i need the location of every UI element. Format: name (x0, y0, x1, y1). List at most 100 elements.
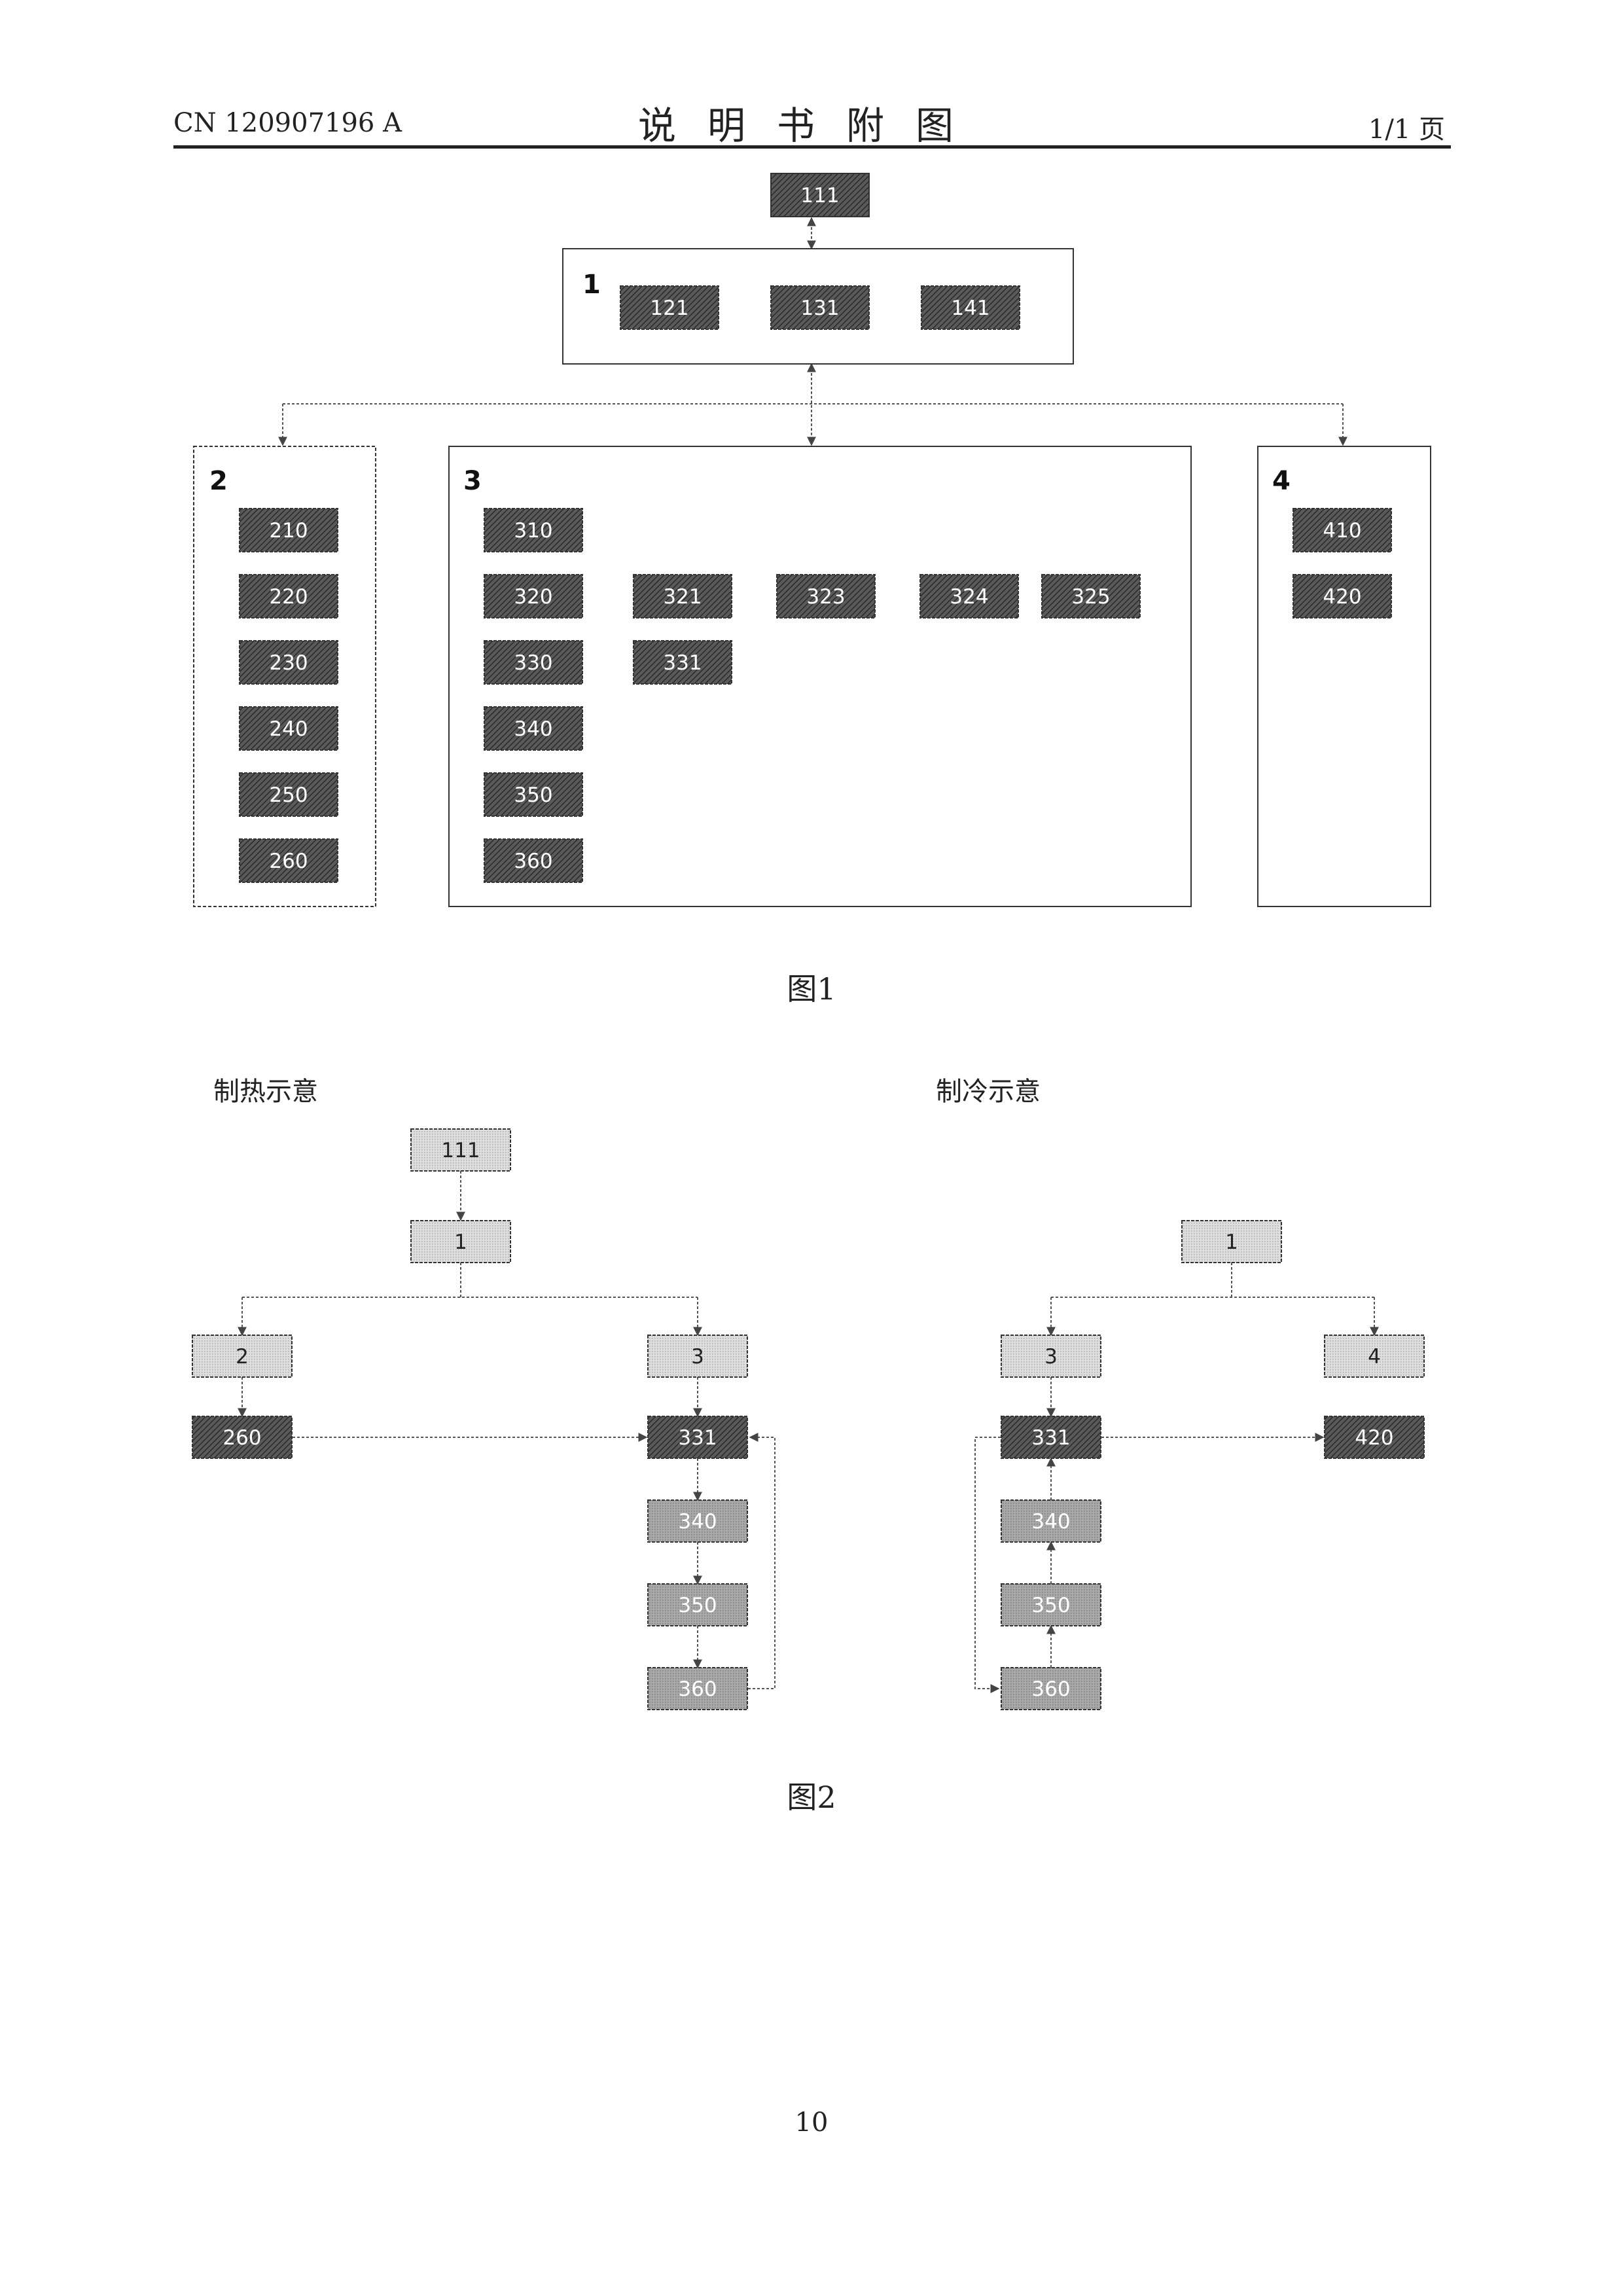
cool-node-1-label: 1 (1225, 1230, 1238, 1254)
node-331: 331 (633, 641, 732, 684)
group-1: 1 121 131 141 (563, 249, 1073, 364)
heat-node-3-label: 3 (691, 1345, 704, 1369)
node-141: 141 (921, 286, 1020, 329)
node-250-label: 250 (269, 783, 308, 807)
node-331-label: 331 (663, 651, 702, 675)
heat-node-2-label: 2 (236, 1345, 249, 1369)
node-323: 323 (777, 575, 875, 618)
node-260: 260 (240, 839, 338, 882)
figure-2-nodes: 111123260331340350360134331420340350360 (192, 1129, 1424, 1710)
node-111: 111 (771, 173, 869, 217)
group-3-label: 3 (463, 466, 482, 496)
node-324: 324 (920, 575, 1018, 618)
node-111-label: 111 (800, 184, 839, 207)
heat-node-1-label: 1 (454, 1230, 467, 1254)
figure-1: 111 1 121 131 141 2 210 220 230 240 250 260 3 3… (194, 173, 1431, 906)
cool-node-331: 331 (1001, 1416, 1101, 1458)
node-321-label: 321 (663, 585, 702, 609)
cool-node-420: 420 (1325, 1416, 1424, 1458)
cool-node-3: 3 (1001, 1335, 1101, 1377)
heat-node-340: 340 (648, 1500, 747, 1542)
node-325-label: 325 (1071, 585, 1110, 609)
cool-node-360-label: 360 (1031, 1677, 1070, 1701)
node-310: 310 (484, 509, 582, 552)
node-360-label: 360 (514, 850, 552, 873)
heat-node-340-label: 340 (678, 1510, 717, 1534)
node-121: 121 (620, 286, 719, 329)
node-410: 410 (1293, 509, 1391, 552)
node-321: 321 (633, 575, 732, 618)
group-2: 2 210 220 230 240 250 260 (194, 446, 376, 906)
heat-node-111: 111 (411, 1129, 510, 1171)
node-330-label: 330 (514, 651, 552, 675)
node-131: 131 (771, 286, 869, 329)
node-360: 360 (484, 839, 582, 882)
node-420: 420 (1293, 575, 1391, 618)
node-350: 350 (484, 773, 582, 816)
node-141-label: 141 (951, 296, 990, 320)
heating-title: 制热示意 (213, 1070, 318, 1108)
cool-node-340: 340 (1001, 1500, 1101, 1542)
node-220-label: 220 (269, 585, 308, 609)
node-340-label: 340 (514, 717, 552, 741)
node-121-label: 121 (650, 296, 688, 320)
heat-node-360-label: 360 (678, 1677, 717, 1701)
group-3: 3 310 320 330 340 350 360 321 323 324 325 331 (449, 446, 1191, 906)
node-320: 320 (484, 575, 582, 618)
node-210-label: 210 (269, 519, 308, 543)
node-230-label: 230 (269, 651, 308, 675)
node-325: 325 (1042, 575, 1140, 618)
node-240: 240 (240, 707, 338, 750)
h-conn-360-331 (748, 1437, 775, 1689)
cool-node-331-label: 331 (1031, 1426, 1070, 1450)
heat-node-260: 260 (192, 1416, 292, 1458)
cool-node-350-label: 350 (1031, 1594, 1070, 1617)
figure-2: 111123260331340350360134331420340350360 (192, 1129, 1424, 1710)
cool-node-4: 4 (1325, 1335, 1424, 1377)
node-210: 210 (240, 509, 338, 552)
node-323-label: 323 (806, 585, 845, 609)
figure-1-caption: 图1 (0, 965, 1623, 1009)
heat-node-331-label: 331 (678, 1426, 717, 1450)
heat-node-1: 1 (411, 1221, 510, 1263)
cool-node-4-label: 4 (1368, 1345, 1381, 1369)
fig1-connectors (283, 218, 1343, 445)
group-2-label: 2 (209, 466, 228, 496)
cool-node-340-label: 340 (1031, 1510, 1070, 1534)
node-220: 220 (240, 575, 338, 618)
heat-node-260-label: 260 (223, 1426, 261, 1450)
heat-node-350-label: 350 (678, 1594, 717, 1617)
heat-node-331: 331 (648, 1416, 747, 1458)
group-3-nodes: 310 320 330 340 350 360 321 323 324 325 331 (484, 509, 1140, 882)
group-4-nodes: 410 420 (1293, 509, 1391, 618)
cool-node-3-label: 3 (1044, 1345, 1058, 1369)
node-260-label: 260 (269, 850, 308, 873)
node-324-label: 324 (950, 585, 988, 609)
node-250: 250 (240, 773, 338, 816)
cool-node-420-label: 420 (1355, 1426, 1393, 1450)
page-number: 10 (0, 2108, 1623, 2138)
heat-node-360: 360 (648, 1668, 747, 1710)
node-320-label: 320 (514, 585, 552, 609)
group-1-nodes: 121 131 141 (620, 286, 1020, 329)
node-410-label: 410 (1323, 519, 1361, 543)
node-350-label: 350 (514, 783, 552, 807)
heat-node-350: 350 (648, 1584, 747, 1626)
node-131-label: 131 (800, 296, 839, 320)
heat-node-111-label: 111 (441, 1139, 480, 1162)
heat-node-2: 2 (192, 1335, 292, 1377)
node-230: 230 (240, 641, 338, 684)
node-240-label: 240 (269, 717, 308, 741)
cooling-title: 制冷示意 (936, 1070, 1041, 1108)
group-4-label: 4 (1272, 466, 1291, 496)
cool-node-1: 1 (1182, 1221, 1281, 1263)
node-310-label: 310 (514, 519, 552, 543)
group-1-label: 1 (582, 270, 601, 300)
cool-node-350: 350 (1001, 1584, 1101, 1626)
node-340: 340 (484, 707, 582, 750)
figure-2-caption: 图2 (0, 1774, 1623, 1817)
node-420-label: 420 (1323, 585, 1361, 609)
heat-node-3: 3 (648, 1335, 747, 1377)
